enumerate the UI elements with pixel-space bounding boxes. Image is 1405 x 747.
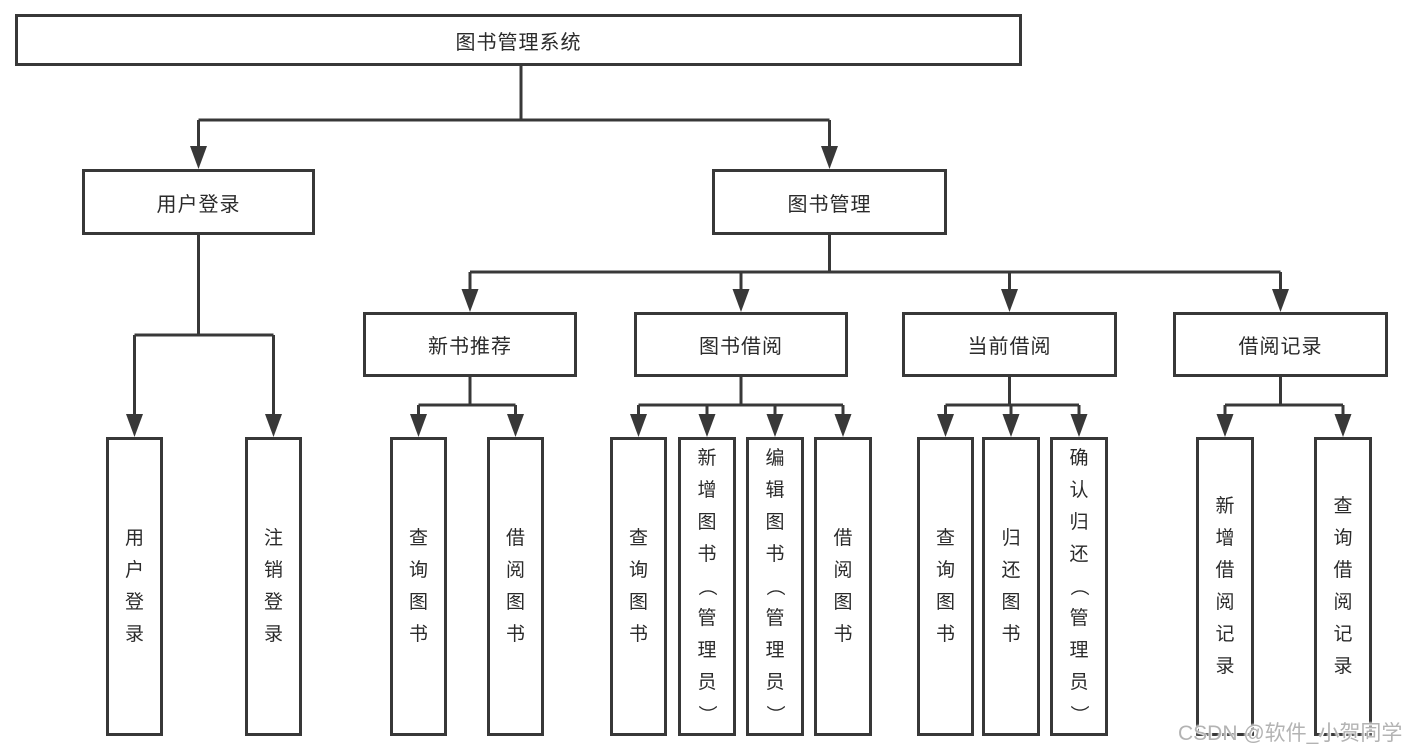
edge-borrow-records [1223, 377, 1345, 418]
leaf-label: 查询图书 [408, 528, 428, 645]
node-book-management: 图书管理 [712, 169, 947, 235]
node-query-books-recommend: 查询图书 [390, 437, 447, 736]
node-add-borrow-record: 新增借阅记录 [1196, 437, 1254, 736]
node-library-system: 图书管理系统 [15, 14, 1022, 66]
arrow-down-icon [1272, 289, 1289, 312]
arrow-down-icon [1001, 289, 1018, 312]
node-return-books: 归还图书 [982, 437, 1040, 736]
arrow-down-icon [190, 146, 207, 169]
csdn-watermark: CSDN @软件_小贺同学 [1178, 722, 1403, 745]
arrow-down-icons [126, 146, 1352, 437]
node-logout: 注销登录 [245, 437, 302, 736]
node-add-books-admin: 新增图书（管理员） [678, 437, 736, 736]
arrow-down-icon [1216, 414, 1234, 437]
arrow-down-icon [265, 414, 282, 437]
arrow-down-icon [766, 414, 784, 437]
leaf-label: 注销登录 [263, 528, 283, 645]
arrow-down-icon [126, 414, 143, 437]
arrow-down-icon [410, 414, 427, 437]
node-edit-books-admin: 编辑图书（管理员） [746, 437, 804, 736]
edge-paths [133, 66, 1345, 418]
node-confirm-return-admin: 确认归还（管理员） [1050, 437, 1108, 736]
node-query-books-current: 查询图书 [917, 437, 974, 736]
node-current-borrowing: 当前借阅 [902, 312, 1117, 377]
arrow-down-icon [1070, 414, 1088, 437]
edge-new-book-recommend [417, 377, 517, 418]
leaf-label: 查询图书 [628, 528, 648, 645]
node-new-book-recommend: 新书推荐 [363, 312, 577, 377]
edge-user-login [133, 235, 275, 418]
node-borrow-records: 借阅记录 [1173, 312, 1388, 377]
arrow-down-icon [834, 414, 852, 437]
leaf-label: 新增图书（管理员） [696, 448, 718, 725]
node-borrow-books-recommend: 借阅图书 [487, 437, 544, 736]
node-query-books-borrowing: 查询图书 [610, 437, 667, 736]
arrow-down-icon [630, 414, 647, 437]
leaf-label: 归还图书 [1001, 528, 1021, 645]
leaf-label: 确认归还（管理员） [1068, 448, 1090, 725]
leaf-label: 借阅图书 [833, 528, 853, 645]
arrow-down-icon [732, 289, 750, 312]
node-borrow-books: 借阅图书 [814, 437, 872, 736]
arrow-down-icon [821, 146, 838, 169]
node-book-borrowing: 图书借阅 [634, 312, 848, 377]
arrow-down-icon [937, 414, 954, 437]
node-user-login-leaf: 用户登录 [106, 437, 163, 736]
leaf-label: 查询借阅记录 [1333, 496, 1353, 677]
arrow-down-icon [1002, 414, 1020, 437]
node-query-borrow-record: 查询借阅记录 [1314, 437, 1372, 736]
arrow-down-icon [1334, 414, 1352, 437]
edge-current-borrowing [944, 377, 1081, 418]
edge-root [197, 66, 831, 150]
arrow-down-icon [507, 414, 524, 437]
leaf-label: 借阅图书 [505, 528, 525, 645]
leaf-label: 编辑图书（管理员） [764, 448, 786, 725]
edge-book-borrowing [637, 377, 845, 418]
leaf-label: 查询图书 [935, 528, 955, 645]
leaf-label: 新增借阅记录 [1215, 496, 1235, 677]
arrow-down-icon [461, 289, 479, 312]
node-user-login: 用户登录 [82, 169, 315, 235]
edge-book-management [468, 235, 1282, 293]
leaf-label: 用户登录 [124, 528, 144, 645]
arrow-down-icon [698, 414, 716, 437]
